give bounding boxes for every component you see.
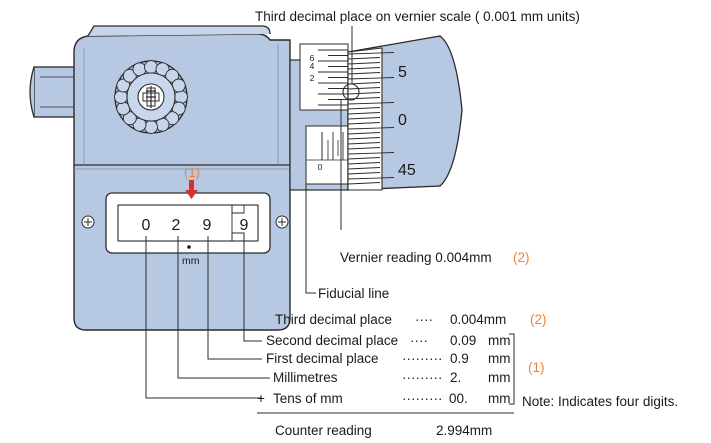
fiducial-line-callout: Fiducial line (305, 190, 389, 301)
counter-arrow: (1) (184, 165, 200, 199)
group-bracket (509, 333, 515, 405)
note-text: Note: Indicates four digits. (522, 394, 678, 409)
knurl-lobe (174, 90, 188, 104)
row-first-dots: ········· (402, 351, 442, 366)
thimble-tick (347, 132, 381, 135)
sleeve-number-2: 2 (310, 73, 315, 83)
sleeve-number-6: 6 (310, 53, 315, 63)
row-second-unit: mm (488, 333, 511, 348)
vernier-reading-ref: (2) (513, 250, 530, 265)
row-third-dots: ···· (415, 312, 433, 327)
sleeve: 6 4 2 0 (289, 43, 349, 191)
ratchet-knob (114, 60, 188, 134)
thimble-tick (347, 137, 381, 140)
row-second-label: Second decimal place (266, 333, 398, 348)
plus-sign: + (257, 391, 265, 406)
group-ref-top: (2) (530, 312, 547, 327)
counter-unit: mm (182, 255, 200, 267)
thimble-tick (347, 172, 381, 175)
thimble-tick (347, 67, 381, 70)
row-first-value: 0.9 (450, 351, 469, 366)
knurl-lobe (144, 120, 158, 134)
thimble-number-45: 45 (398, 162, 416, 179)
thimble-tick (347, 157, 381, 160)
frame-body (73, 25, 291, 331)
thimble-tick (347, 82, 381, 85)
thimble-number-0: 0 (398, 112, 407, 129)
thimble-tick (347, 62, 381, 65)
row-tens-unit: mm (488, 391, 511, 406)
counter-digit-1: 0 (142, 217, 151, 234)
row-mm-label: Millimetres (273, 370, 338, 385)
right-screw-icon (275, 215, 289, 229)
row-first-unit: mm (488, 351, 511, 366)
counter-digit-4: 9 (240, 217, 249, 234)
row-first-label: First decimal place (266, 351, 379, 366)
thimble-tick (347, 107, 381, 110)
knurl-lobe (114, 90, 128, 104)
thimble-tick (347, 92, 381, 95)
thimble-tick (347, 182, 381, 185)
row-mm-unit: mm (488, 370, 511, 385)
row-tens-dots: ········· (402, 391, 442, 406)
counter-dot (187, 245, 191, 249)
thimble-tick (347, 112, 381, 115)
reading-breakdown: Third decimal place ···· 0.004mm (2) Sec… (257, 312, 678, 438)
thimble-tick (347, 127, 395, 130)
knurl-lobe (122, 111, 137, 126)
row-tens-label: Tens of mm (273, 391, 343, 406)
row-mm-value: 2. (450, 370, 461, 385)
row-second-value: 0.09 (450, 333, 476, 348)
knurl-lobe (122, 68, 137, 83)
row-second-dots: ···· (410, 333, 428, 348)
thimble: 5 0 45 (342, 35, 463, 191)
fiducial-line-label: Fiducial line (318, 286, 389, 301)
sleeve-number-4: 4 (310, 61, 315, 71)
digit-leader-lines (145, 233, 270, 399)
thimble-tick (347, 72, 381, 75)
thimble-tick (347, 57, 381, 60)
knurl-lobe (165, 111, 180, 126)
row-third-label: Third decimal place (275, 312, 392, 327)
thimble-tick (347, 117, 381, 120)
thimble-tick (347, 142, 381, 145)
thimble-tick (347, 97, 381, 100)
thimble-tick (347, 77, 395, 80)
vernier-reading-callout: Vernier reading 0.004mm (2) (340, 100, 530, 265)
row-mm-dots: ········· (402, 370, 442, 385)
thimble-tick (347, 162, 381, 165)
thimble-tick (347, 152, 395, 155)
arrow-ref: (1) (184, 165, 200, 180)
knurl-lobe (165, 68, 180, 83)
down-arrow-icon (185, 190, 198, 199)
left-screw-icon (81, 215, 95, 229)
vernier-scale-title: Third decimal place on vernier scale ( 0… (255, 9, 580, 24)
row-tens-value: 00. (449, 391, 468, 406)
thimble-number-5: 5 (398, 64, 407, 81)
thimble-tick (347, 147, 381, 150)
thimble-tick (347, 87, 381, 90)
counter-window: 0 2 9 9 mm (81, 192, 289, 267)
thimble-tick (347, 122, 381, 125)
group-ref-bottom: (1) (528, 360, 545, 375)
vernier-scale-callout: Third decimal place on vernier scale ( 0… (255, 9, 580, 84)
counter-digit-3: 9 (203, 217, 212, 234)
thimble-tick (347, 177, 395, 180)
thimble-tick (347, 167, 381, 170)
vernier-reading-label: Vernier reading 0.004mm (340, 250, 492, 265)
thimble-tick (347, 102, 395, 105)
thimble-tick (347, 52, 395, 55)
counter-digit-2: 2 (172, 217, 181, 234)
knurl-lobe (144, 60, 158, 74)
sleeve-zero: 0 (318, 162, 323, 172)
row-third-value: 0.004mm (450, 312, 506, 327)
vernier-highlight-circle (342, 83, 360, 101)
total-value: 2.994mm (436, 423, 492, 438)
total-label: Counter reading (275, 423, 372, 438)
